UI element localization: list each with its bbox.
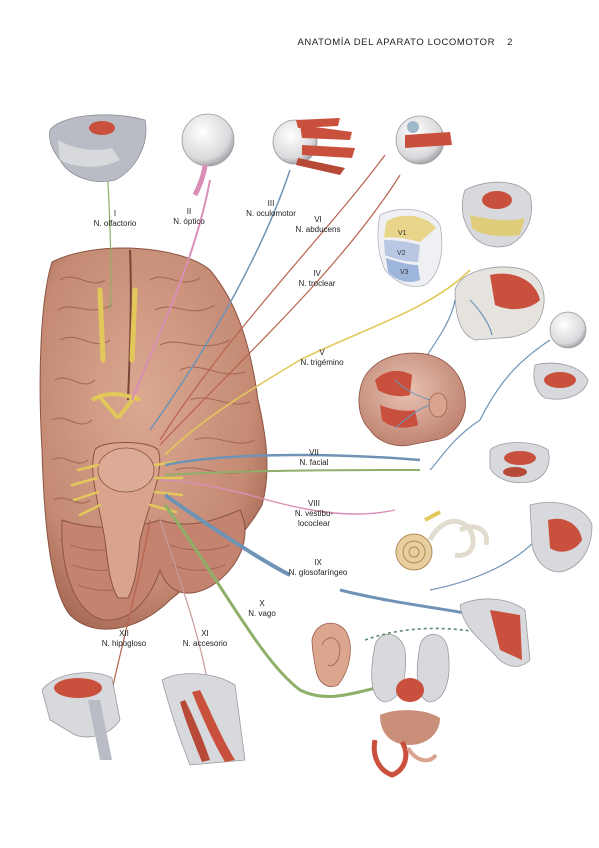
nerve-2-name: N. óptico: [173, 217, 205, 226]
skull-masticatory-illustration: [454, 266, 545, 341]
nerve-11-name: N. accesorio: [183, 639, 228, 648]
nerve-8-name: N. vestibu-: [295, 509, 334, 518]
nerve-connectors: [104, 139, 551, 701]
nerve-5-name: N. trigémino: [300, 358, 344, 367]
nerve-10-numeral: X: [259, 599, 265, 608]
v3-label: V3: [400, 269, 409, 276]
nasal-cavity-illustration: [49, 114, 147, 182]
nerve-6-name: N. abducens: [296, 225, 341, 234]
nerve-3-numeral: III: [268, 199, 275, 208]
eye-muscles-illustration: [272, 118, 355, 175]
nerve-1-numeral: I: [114, 209, 116, 218]
eye-lateral-rectus-illustration: [395, 115, 452, 165]
neck-scm-illustration: [161, 673, 246, 766]
eye-lacrimal-illustration: [549, 311, 587, 349]
nerve-1-name: N. olfactorio: [94, 219, 137, 228]
nerve-2-numeral: II: [187, 207, 191, 216]
v2-label: V2: [397, 250, 406, 257]
external-ear-illustration: [311, 622, 351, 687]
nerve-12-name: N. hipogloso: [102, 639, 147, 648]
brain-inferior-view: [39, 247, 268, 630]
pharynx-external-illustration: [529, 501, 593, 573]
nerve-4-numeral: IV: [313, 269, 321, 278]
eyeball-optic-illustration: [181, 113, 235, 197]
nerve-7-name: N. facial: [300, 458, 329, 467]
oral-glands-illustration: [489, 442, 550, 484]
page-number: 2: [507, 37, 513, 48]
tongue-muscles-illustration: [41, 672, 121, 760]
nerve-9-name: N. glosofaríngeo: [289, 568, 348, 577]
nerve-4-name: N. troclear: [299, 279, 336, 288]
trigeminal-face-illustration: [377, 208, 443, 287]
inner-ear-illustration: [395, 510, 490, 571]
nerve-6-numeral: VI: [314, 215, 322, 224]
nerve-8-name-line2: lococlear: [298, 519, 330, 528]
nerve-9-numeral: IX: [314, 558, 322, 567]
pharynx-muscles-illustration: [459, 598, 531, 667]
head-sagittal-illustration: [461, 181, 532, 248]
header-title: ANATOMÍA DEL APARATO LOCOMOTOR: [297, 37, 496, 48]
nerve-labels: I N. olfactorio II N. óptico III N. ocul…: [94, 199, 348, 648]
page-header: ANATOMÍA DEL APARATO LOCOMOTOR 2: [297, 37, 513, 48]
nerve-7-numeral: VII: [309, 448, 319, 457]
nerve-3-name: N. oculomotor: [246, 209, 296, 218]
v1-label: V1: [398, 230, 407, 237]
nerve-5-numeral: V: [319, 348, 325, 357]
nerve-12-numeral: XII: [119, 629, 129, 638]
head-facial-muscles-illustration: [358, 352, 466, 447]
visceral-organs-illustration: [371, 633, 450, 778]
nerve-11-numeral: XI: [201, 629, 209, 638]
nerve-10-name: N. vago: [248, 609, 276, 618]
tongue-taste-illustration: [533, 362, 589, 400]
nerve-8-numeral: VIII: [308, 499, 320, 508]
